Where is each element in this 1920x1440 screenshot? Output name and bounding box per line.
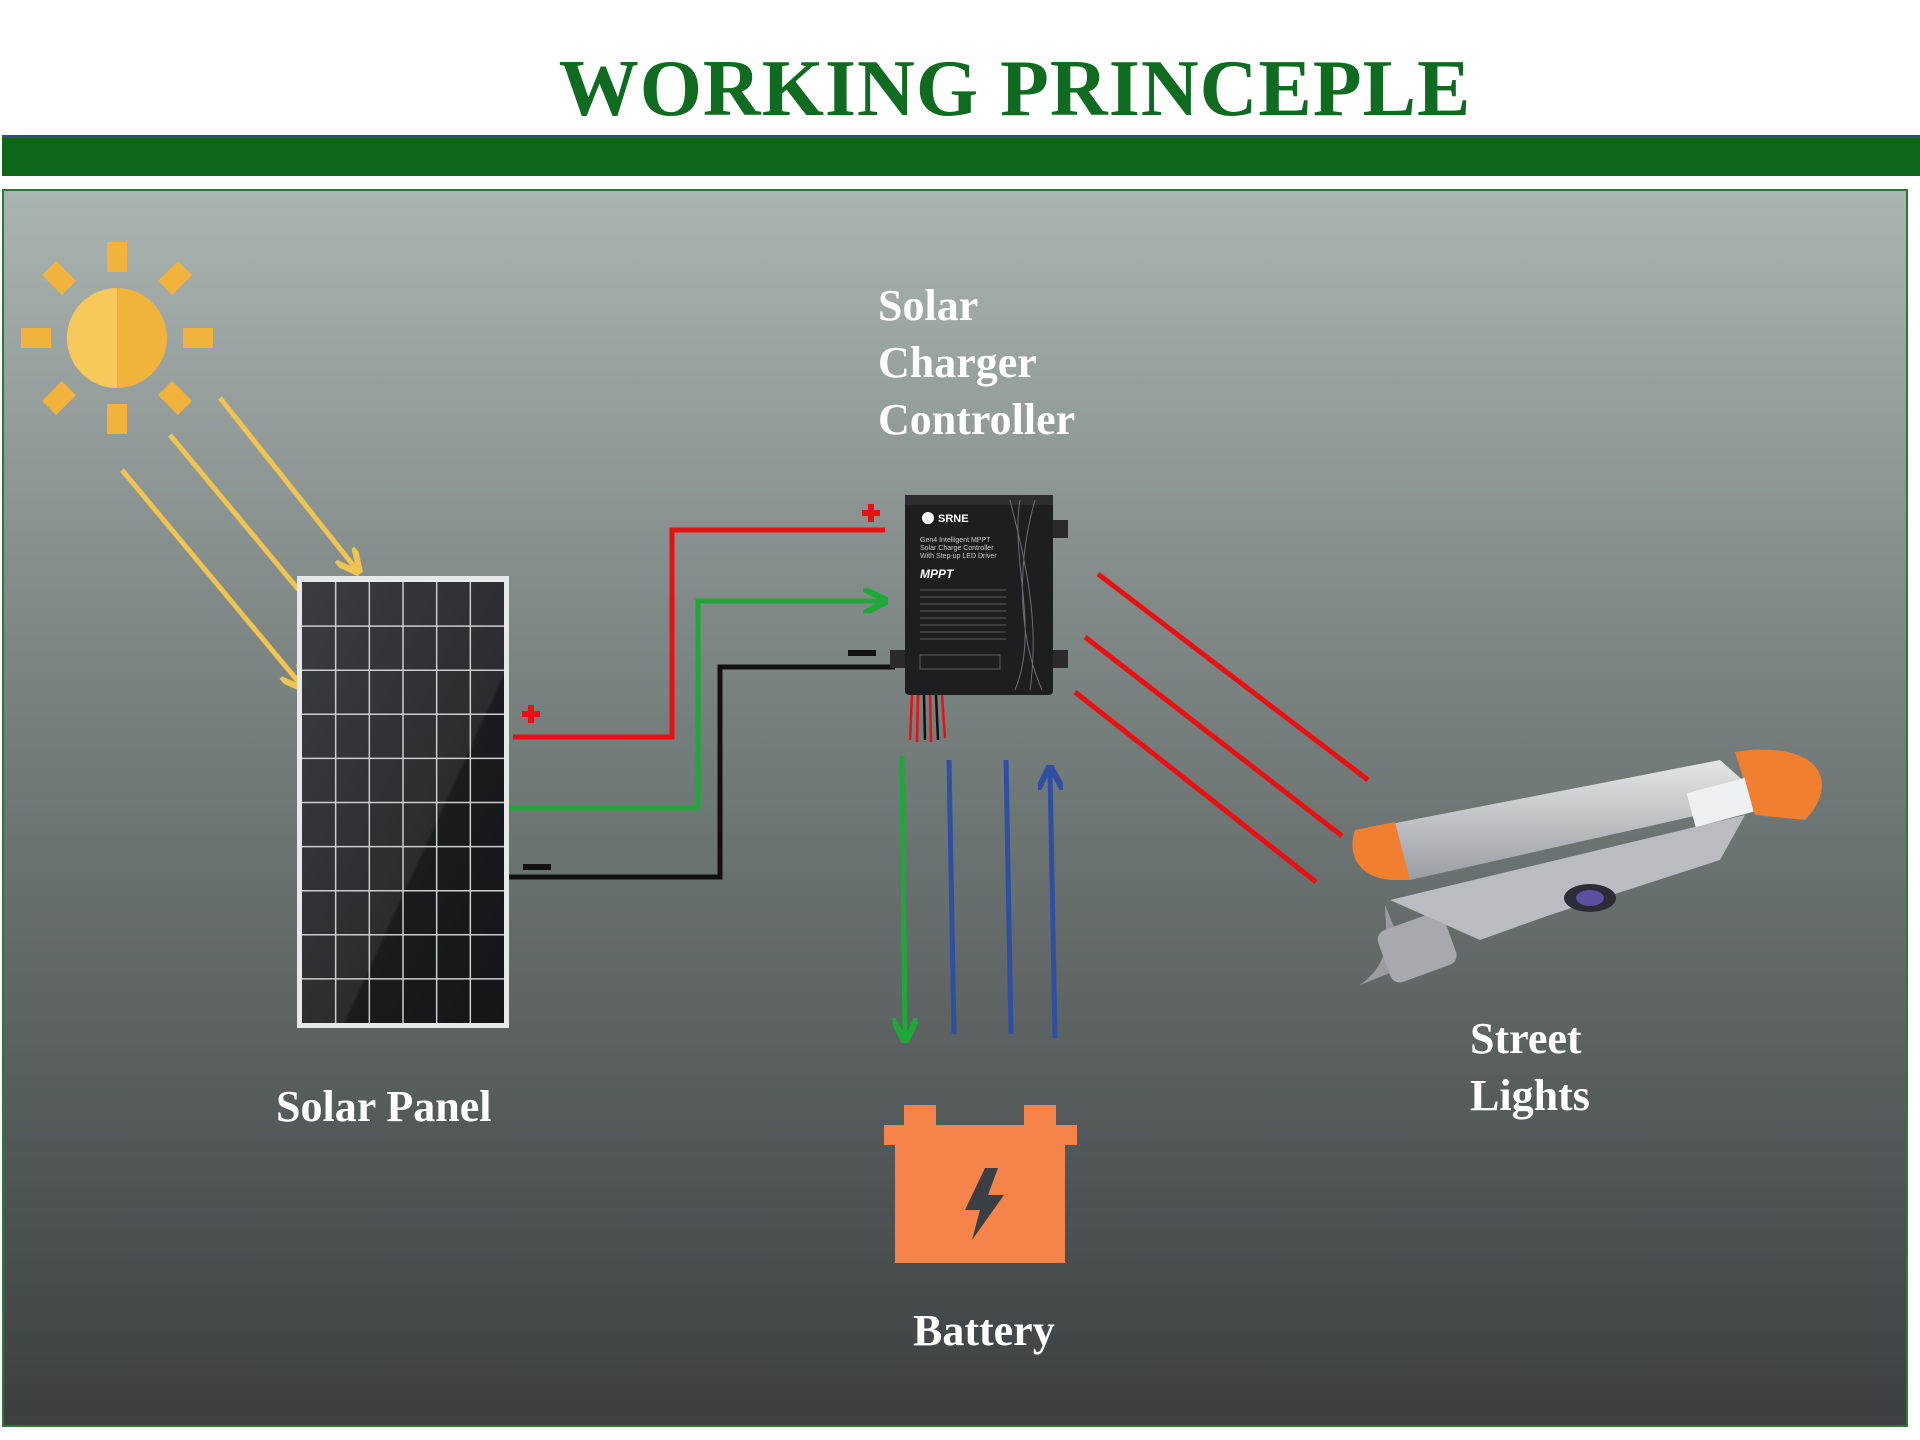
plus-icon <box>862 504 880 522</box>
battery-flow-arrows <box>902 755 1055 1038</box>
controller-label: Solar Charger Controller <box>878 277 1075 448</box>
title-bar <box>2 135 1920 176</box>
controller-desc-1: Gen4 Intelligent MPPT <box>920 537 991 544</box>
page-title: WORKING PRINCEPLE <box>558 45 1472 133</box>
controller-label-line-3: Controller <box>878 395 1076 444</box>
solar-panel-label: Solar Panel <box>276 1082 492 1131</box>
controller-brand: SRNE <box>938 513 969 525</box>
panel-cell-grid <box>302 582 504 1023</box>
street-lights-label-line-2: Lights <box>1470 1071 1590 1120</box>
plus-icon <box>522 705 540 723</box>
controller-label-line-2: Charger <box>878 338 1037 387</box>
street-lights-label: Street Lights <box>1470 1010 1590 1124</box>
wires-controller-to-lights <box>1073 572 1370 884</box>
sun-icon <box>21 242 213 434</box>
wires-panel-to-controller <box>509 527 895 880</box>
street-lights-label-line-1: Street <box>1470 1014 1582 1063</box>
street-light <box>1352 749 1822 985</box>
controller-desc-2: Solar Charge Controller <box>920 545 994 552</box>
controller-mode: MPPT <box>920 567 955 581</box>
battery-icon <box>884 1105 1077 1263</box>
solar-panel <box>297 576 509 1028</box>
battery-label: Battery <box>913 1306 1055 1355</box>
sunrays <box>120 396 357 686</box>
minus-icon <box>523 864 551 870</box>
charge-controller-device: SRNE Gen4 Intelligent MPPT Solar Charge … <box>890 495 1068 743</box>
minus-icon <box>848 650 876 656</box>
controller-label-line-1: Solar <box>878 281 979 330</box>
controller-desc-3: With Step-up LED Driver <box>920 553 997 560</box>
